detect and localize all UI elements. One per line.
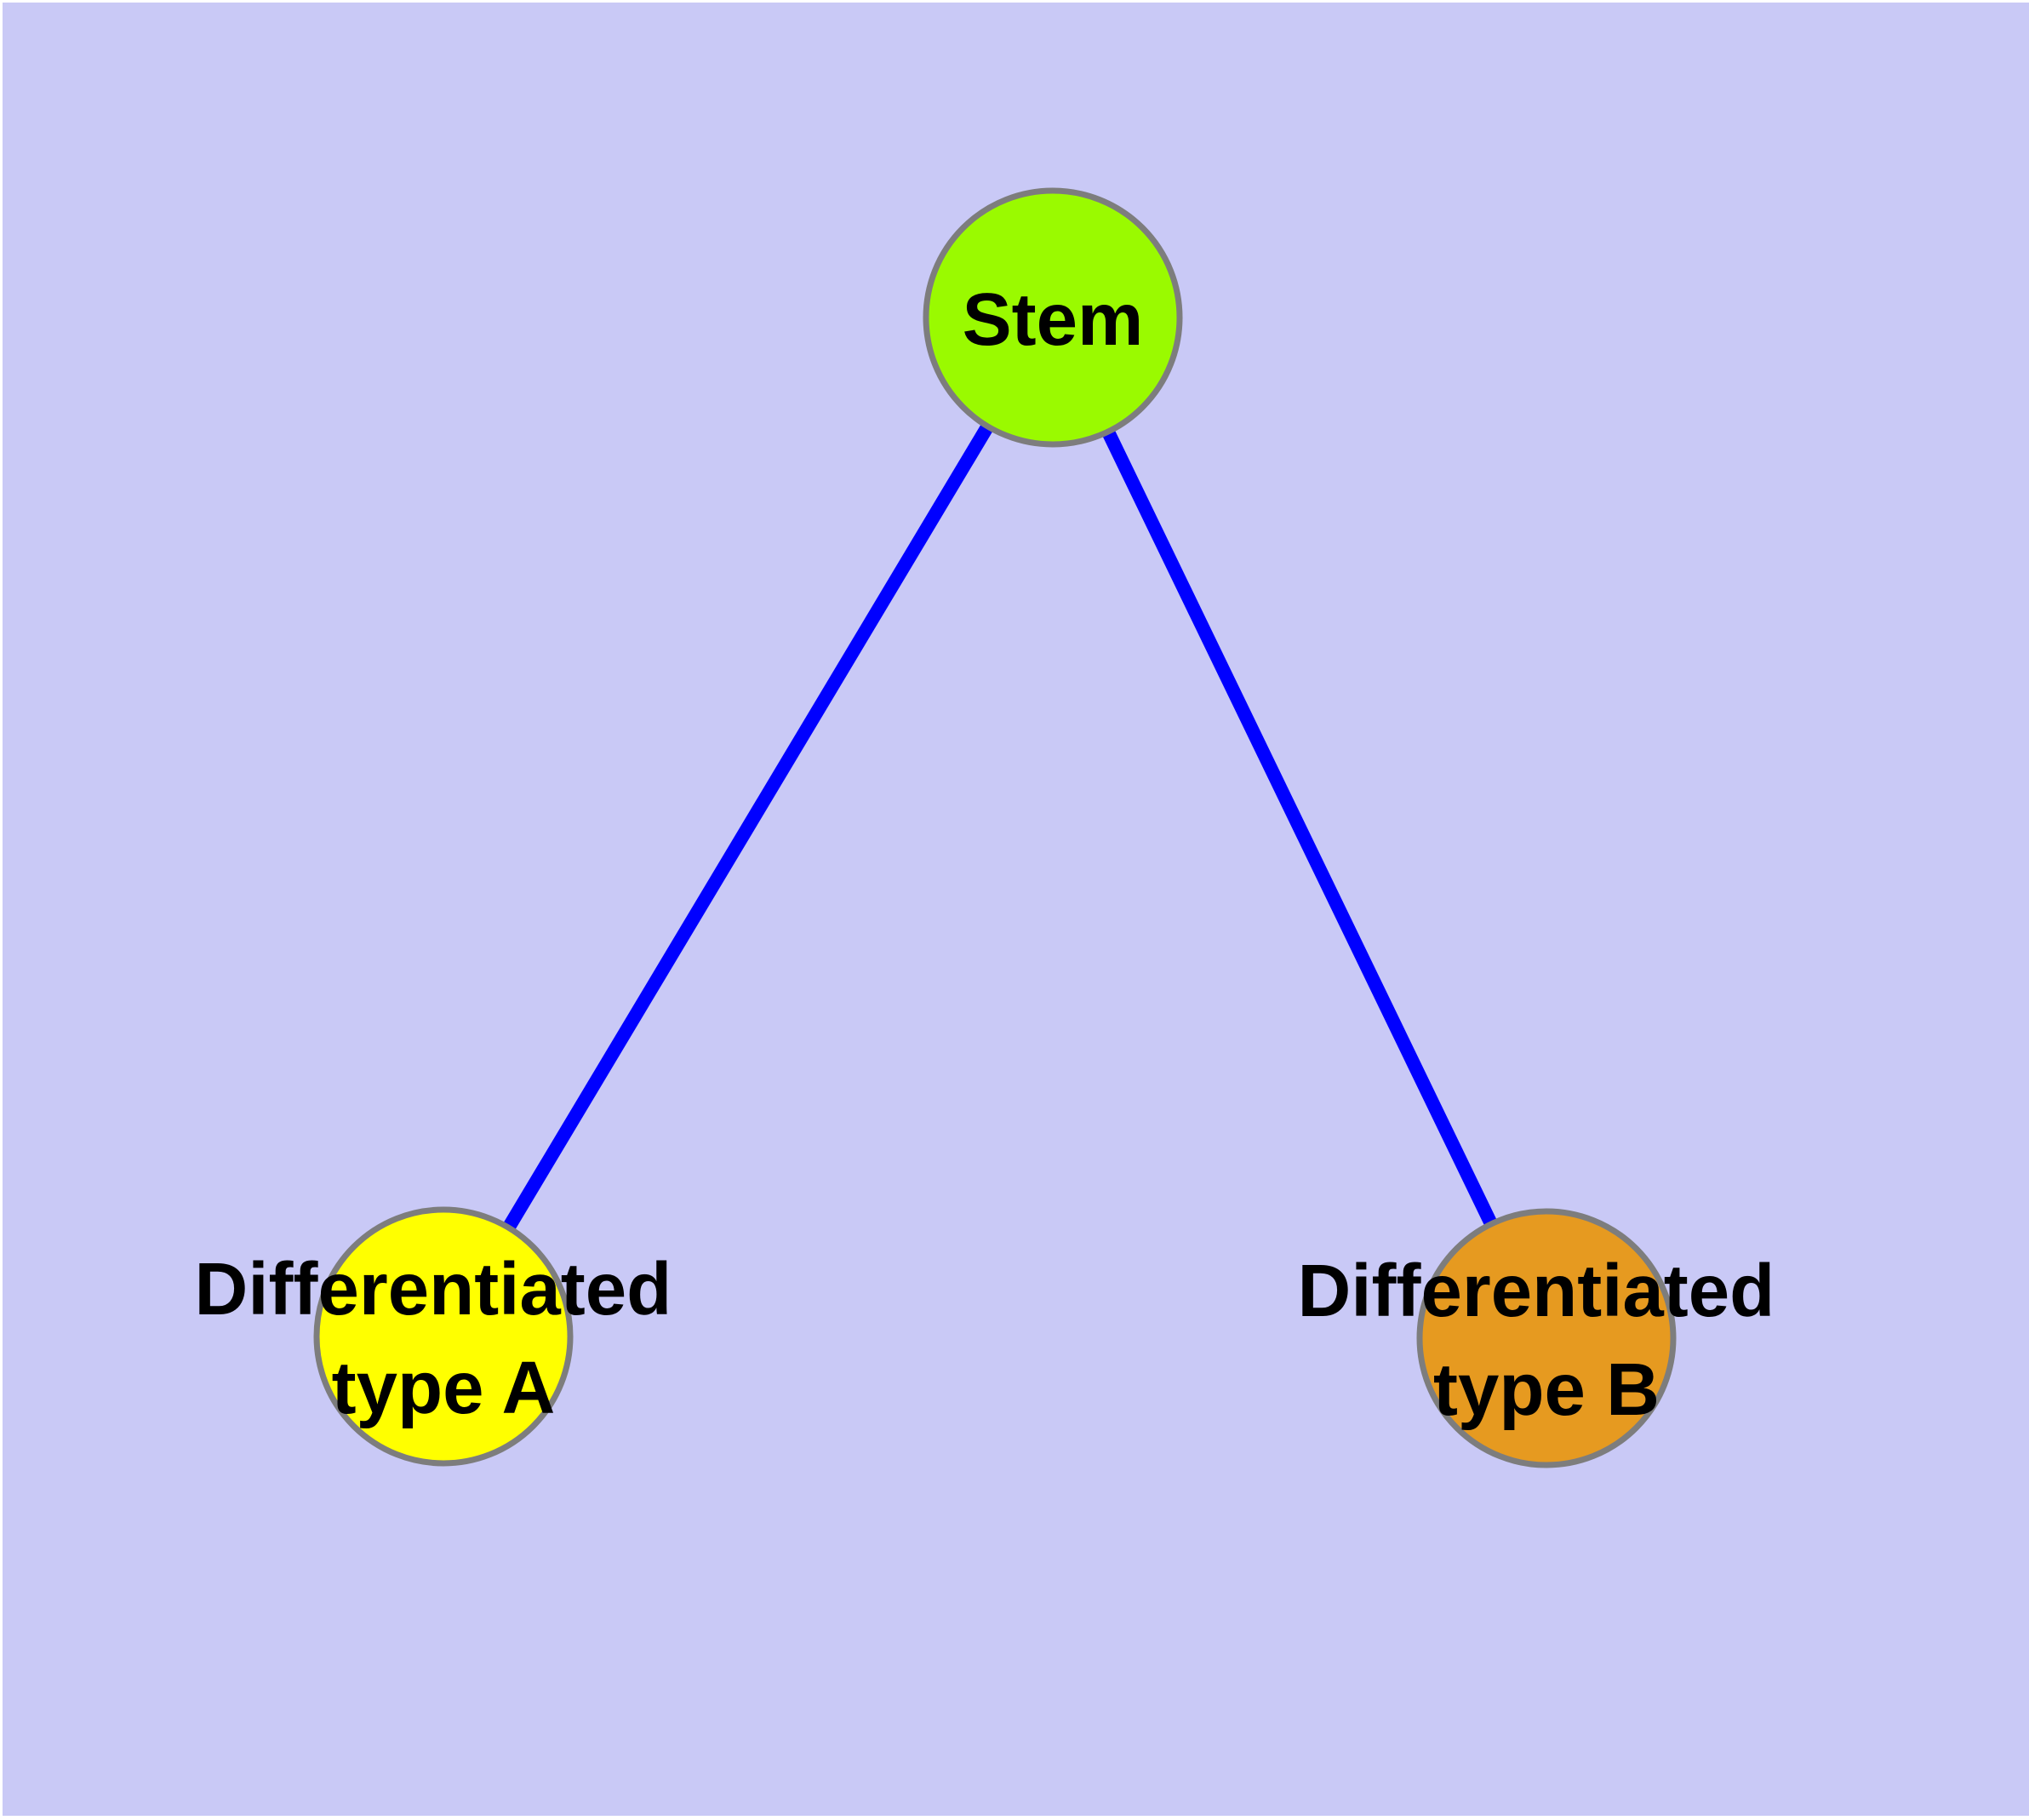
- node-label-type-b-line2: type B: [1433, 1348, 1660, 1431]
- edge-stem-to-type-b: [1046, 314, 1553, 1342]
- node-label-differentiated-type-a: Differentiated type A: [195, 1248, 693, 1429]
- node-stem: [923, 187, 1183, 448]
- node-group: [313, 187, 1677, 1468]
- node-differentiated-type-b: [1416, 1208, 1677, 1468]
- edge-stem-to-type-a: [437, 313, 1059, 1341]
- label-group: Stem Differentiated type A Differentiate…: [195, 278, 1796, 1431]
- node-differentiated-type-a: [313, 1206, 574, 1467]
- edge-group: [437, 313, 1553, 1342]
- node-label-type-b-line1: Differentiated: [1298, 1250, 1775, 1332]
- node-label-type-a-line1: Differentiated: [195, 1248, 672, 1331]
- node-label-differentiated-type-b: Differentiated type B: [1298, 1250, 1796, 1431]
- node-label-stem: Stem: [963, 278, 1144, 361]
- node-label-type-a-line2: type A: [332, 1347, 556, 1429]
